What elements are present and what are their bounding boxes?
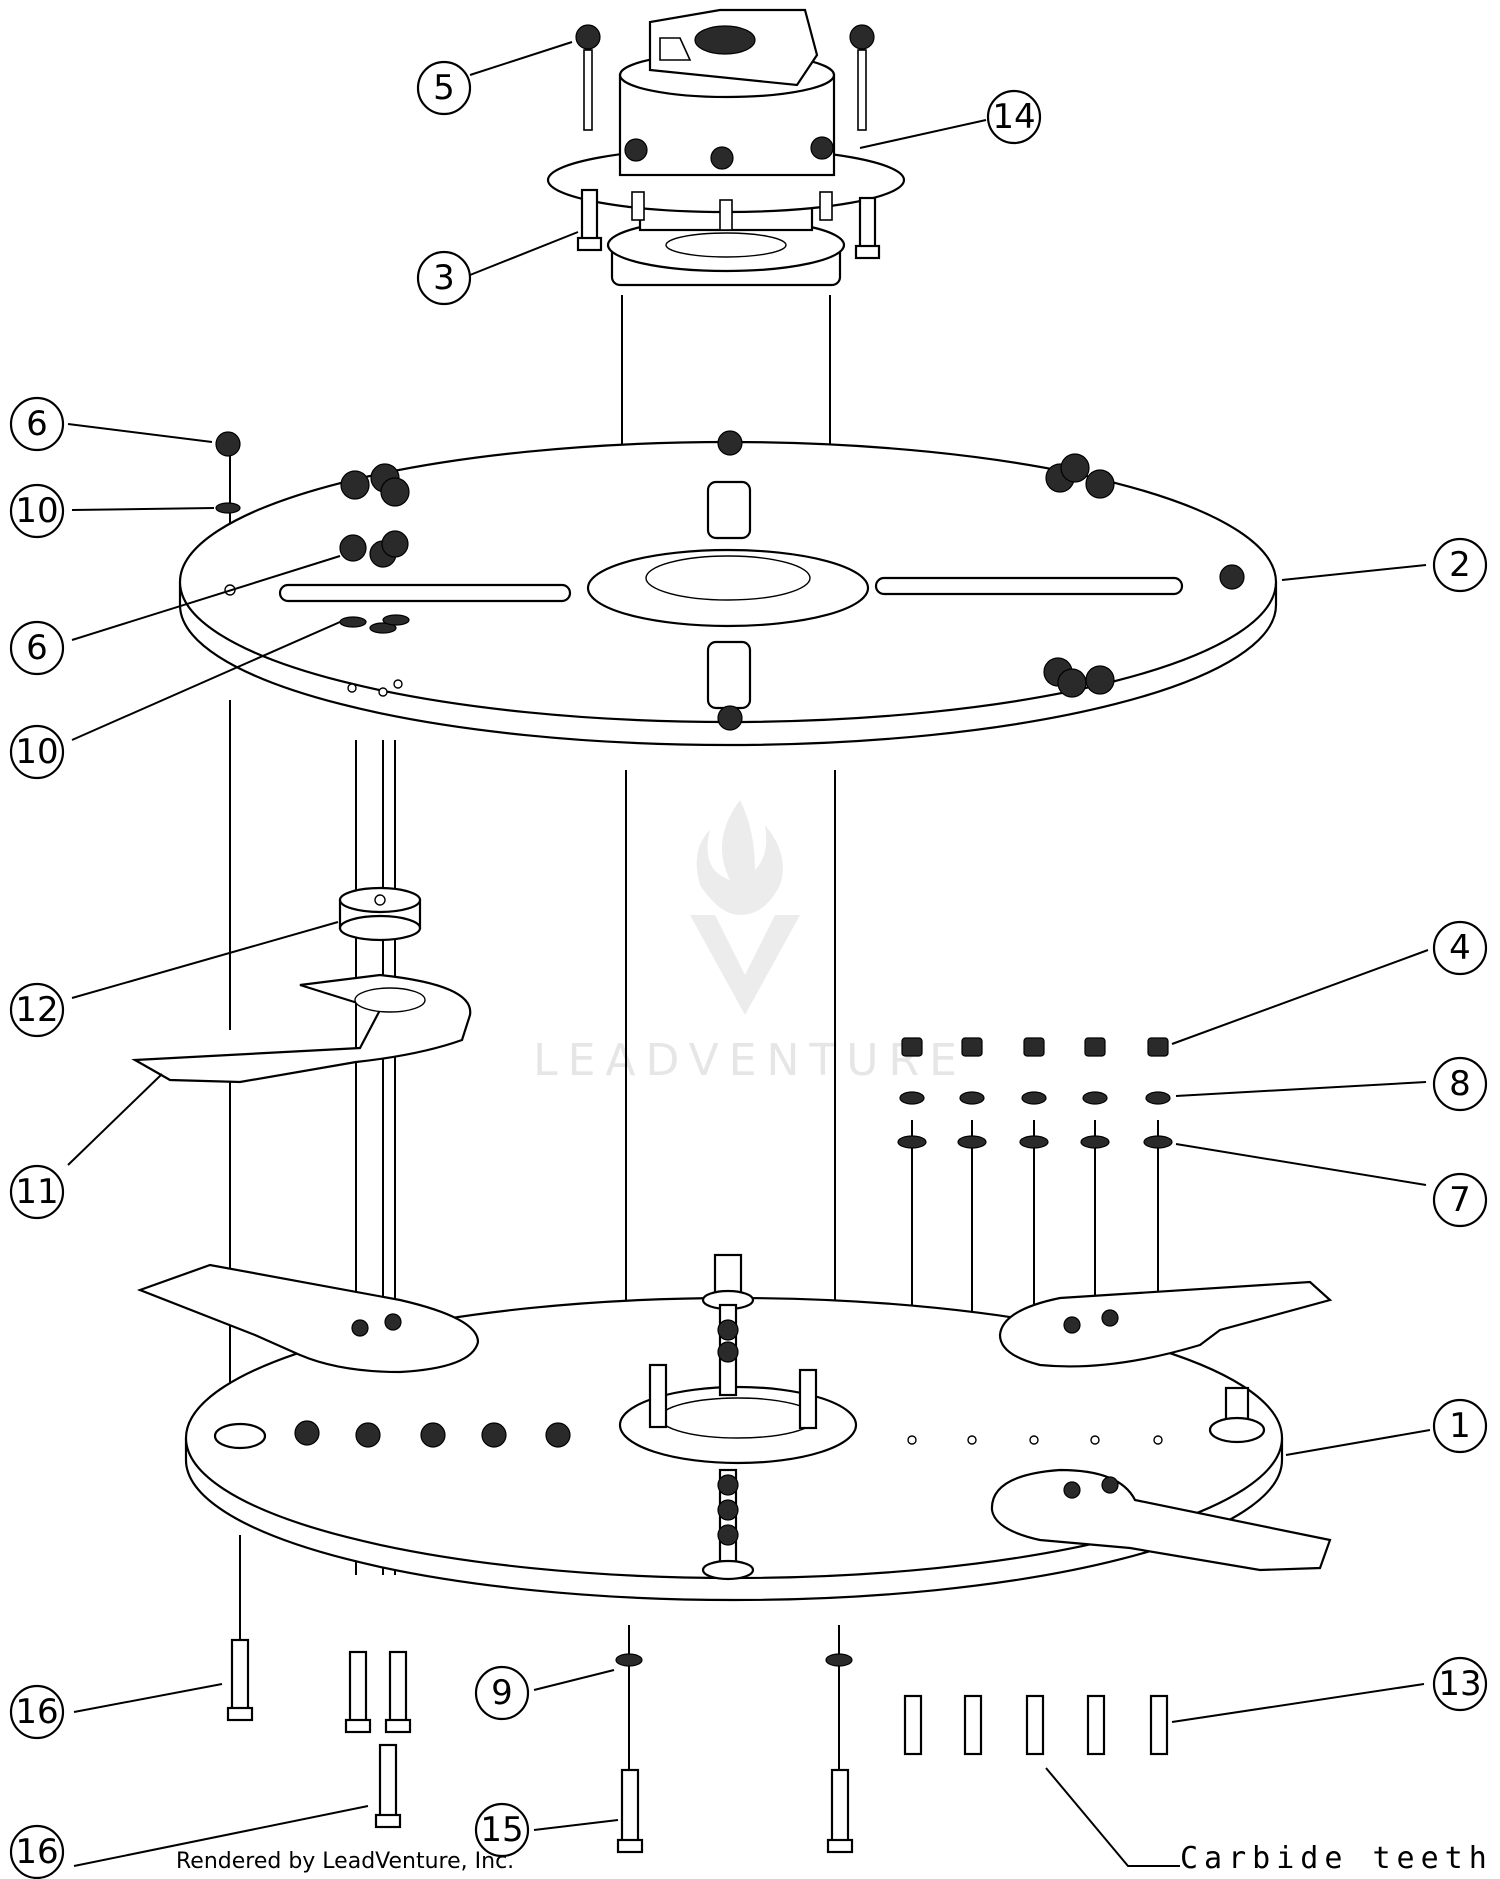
- upper-disc: [178, 430, 1278, 747]
- gearbox-assembly: [546, 8, 906, 287]
- callout-9: 9: [474, 1665, 530, 1721]
- svg-text:2: 2: [1449, 545, 1471, 585]
- gearbox-fasteners: [575, 24, 881, 260]
- svg-text:1: 1: [1449, 1406, 1471, 1446]
- svg-text:7: 7: [1449, 1180, 1471, 1220]
- svg-text:15: 15: [480, 1810, 523, 1850]
- lower-blades: [136, 1263, 1333, 1572]
- callout-3: 3: [416, 250, 472, 306]
- callout-11: 11: [9, 1164, 65, 1220]
- svg-text:3: 3: [433, 258, 455, 298]
- callout-4: 4: [1432, 920, 1488, 976]
- callout-8: 8: [1432, 1056, 1488, 1112]
- callout-13: 13: [1432, 1656, 1488, 1712]
- svg-text:5: 5: [433, 68, 455, 108]
- blade-lower-left: [136, 1263, 480, 1374]
- callout-12: 12: [9, 982, 65, 1038]
- bottom-bolts: [226, 1638, 1169, 1854]
- svg-text:16: 16: [15, 1832, 58, 1872]
- callout-16-upper: 16: [9, 1684, 65, 1740]
- svg-text:10: 10: [15, 491, 58, 531]
- callout-6-lower: 6: [9, 620, 65, 676]
- upper-hardware: [215, 431, 410, 634]
- callout-10-top: 10: [9, 483, 65, 539]
- callout-14: 14: [986, 89, 1042, 145]
- callout-6-top: 6: [9, 396, 65, 452]
- nut-6-top: [215, 431, 241, 457]
- callout-15: 15: [474, 1802, 530, 1858]
- nut-5-left: [575, 24, 601, 50]
- watermark-flame-icon: [696, 800, 783, 915]
- hardware-4-8-7: [897, 1037, 1173, 1149]
- spacer-12: [338, 886, 422, 942]
- leader-lines: [67, 41, 1431, 1867]
- callout-7: 7: [1432, 1172, 1488, 1228]
- watermark-v-icon: [690, 915, 800, 1015]
- svg-text:10: 10: [15, 732, 58, 772]
- svg-text:12: 12: [15, 990, 58, 1030]
- svg-text:14: 14: [992, 97, 1035, 137]
- callout-16-lower: 16: [9, 1824, 65, 1879]
- svg-text:16: 16: [15, 1692, 58, 1732]
- watermark-text: LEADVENTURE: [533, 1035, 967, 1086]
- callout-10-lower: 10: [9, 724, 65, 780]
- svg-text:11: 11: [15, 1172, 58, 1212]
- callout-2: 2: [1432, 537, 1488, 593]
- svg-text:9: 9: [491, 1673, 513, 1713]
- watermark: LEADVENTURE: [533, 800, 967, 1086]
- render-credit: Rendered by LeadVenture, Inc.: [176, 1849, 514, 1874]
- svg-text:4: 4: [1449, 928, 1471, 968]
- washer-10-top: [215, 502, 241, 514]
- callout-5: 5: [416, 60, 472, 116]
- bolt-3-left: [580, 188, 599, 242]
- bolt-3-right: [858, 196, 877, 250]
- blade-lower-upper-right: [998, 1280, 1333, 1368]
- svg-text:13: 13: [1438, 1664, 1481, 1704]
- nut-5-right: [849, 24, 875, 50]
- svg-text:8: 8: [1449, 1064, 1471, 1104]
- svg-text:6: 6: [26, 404, 48, 444]
- blade-11: [131, 973, 472, 1084]
- callout-1: 1: [1432, 1398, 1488, 1454]
- svg-text:6: 6: [26, 628, 48, 668]
- carbide-teeth-annotation: Carbide teeth: [1180, 1841, 1493, 1876]
